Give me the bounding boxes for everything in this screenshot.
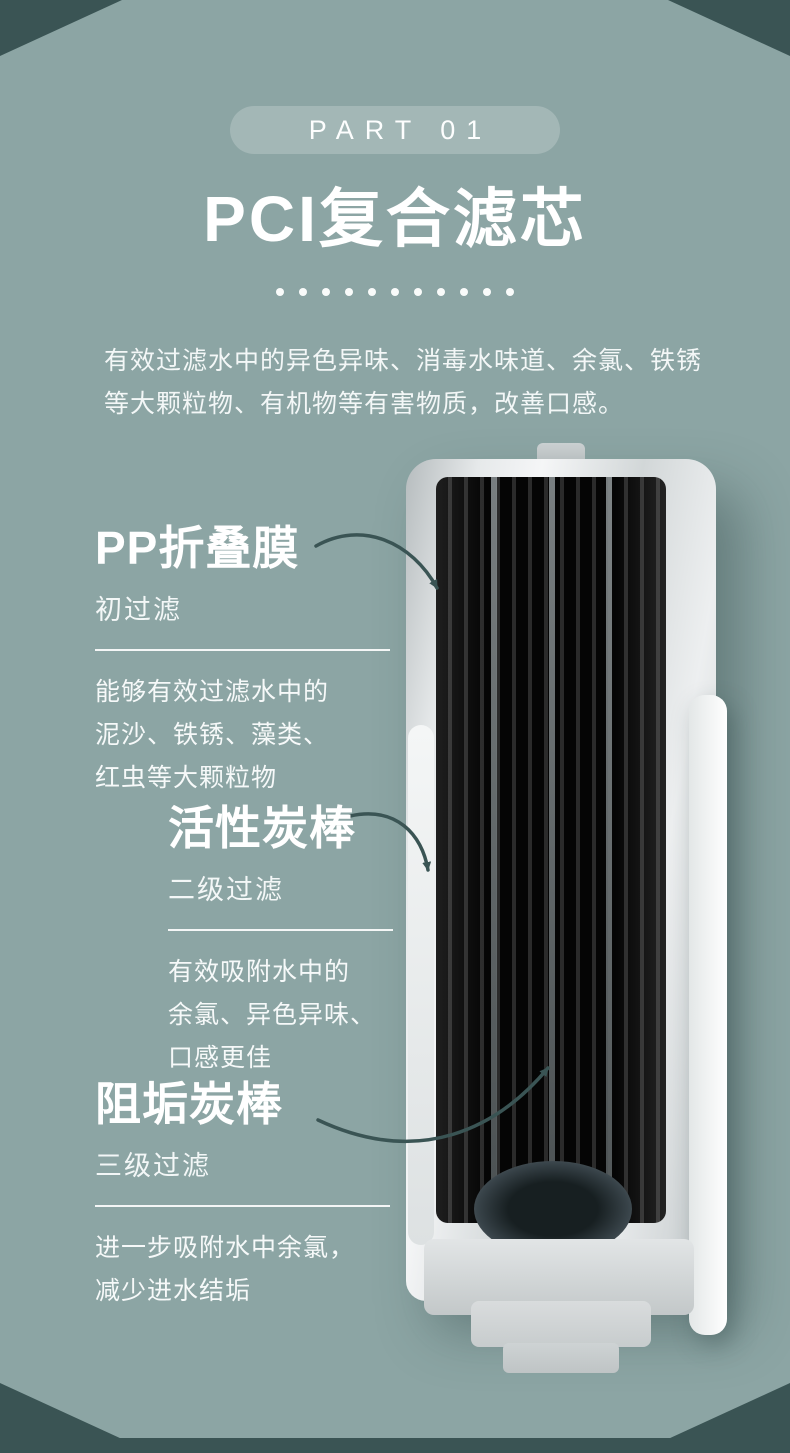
desc-line: 红虫等大颗粒物 [95, 764, 278, 792]
intro-line-2: 等大颗粒物、有机物等有害物质，改善口感。 [104, 390, 625, 418]
dot [414, 288, 422, 296]
core-seam [606, 477, 613, 1223]
corner-decoration-bottom-left [0, 1383, 122, 1439]
dot [483, 288, 491, 296]
cartridge-base-outlet [503, 1343, 619, 1373]
shell-cut-edge-right [689, 695, 727, 1335]
dot [345, 288, 353, 296]
dot [506, 288, 514, 296]
core-seam [548, 477, 555, 1223]
desc-line: 进一步吸附水中余氯， [95, 1234, 356, 1262]
desc-line: 减少进水结垢 [95, 1277, 252, 1305]
part-badge-label: PART 01 [308, 114, 493, 145]
intro-line-1: 有效过滤水中的异色异味、消毒水味道、余氯、铁锈 [104, 347, 703, 375]
callout-subtitle: 初过滤 [95, 595, 182, 625]
callout-title: PP折叠膜 [95, 522, 300, 574]
corner-decoration-top-left [0, 0, 122, 56]
callout-scale-inhibiting-carbon: 阻垢炭棒 三级过滤 进一步吸附水中余氯， 减少进水结垢 [95, 1068, 400, 1313]
dot [368, 288, 376, 296]
intro-text: 有效过滤水中的异色异味、消毒水味道、余氯、铁锈 等大颗粒物、有机物等有害物质，改… [104, 340, 704, 426]
dot [460, 288, 468, 296]
dot [322, 288, 330, 296]
callout-subtitle: 二级过滤 [168, 875, 284, 905]
callout-activated-carbon: 活性炭棒 二级过滤 有效吸附水中的 余氯、异色异味、 口感更佳 [168, 792, 408, 1080]
desc-line: 泥沙、铁锈、藻类、 [95, 721, 330, 749]
core-seam [491, 477, 498, 1223]
callout-pp-membrane: PP折叠膜 初过滤 能够有效过滤水中的 泥沙、铁锈、藻类、 红虫等大颗粒物 [95, 512, 395, 800]
callout-description: 进一步吸附水中余氯， 减少进水结垢 [95, 1227, 400, 1313]
part-badge: PART 01 [230, 106, 560, 154]
callout-description: 能够有效过滤水中的 泥沙、铁锈、藻类、 红虫等大颗粒物 [95, 671, 395, 800]
dot [437, 288, 445, 296]
dot [299, 288, 307, 296]
cartridge-base-step [471, 1301, 651, 1347]
corner-decoration-bottom-right [668, 1383, 790, 1439]
desc-line: 余氯、异色异味、 [168, 1001, 377, 1029]
divider-line [95, 1205, 390, 1207]
divider-line [95, 649, 390, 651]
callout-subtitle: 三级过滤 [95, 1151, 211, 1181]
shell-cut-edge-left [408, 725, 434, 1245]
callout-description: 有效吸附水中的 余氯、异色异味、 口感更佳 [168, 951, 408, 1080]
desc-line: 能够有效过滤水中的 [95, 678, 330, 706]
core-shading [436, 477, 666, 1223]
callout-title: 活性炭棒 [168, 802, 356, 854]
dot [276, 288, 284, 296]
corner-decoration-top-right [668, 0, 790, 56]
dot [391, 288, 399, 296]
callout-title: 阻垢炭棒 [95, 1078, 283, 1130]
cartridge-carbon-core [436, 477, 666, 1223]
page-title: PCI复合滤芯 [203, 183, 587, 255]
desc-line: 口感更佳 [168, 1044, 273, 1072]
filter-cartridge-image [402, 443, 727, 1373]
dots-divider [0, 288, 790, 296]
desc-line: 有效吸附水中的 [168, 958, 351, 986]
divider-line [168, 929, 393, 931]
bottom-accent-bar [0, 1438, 790, 1453]
